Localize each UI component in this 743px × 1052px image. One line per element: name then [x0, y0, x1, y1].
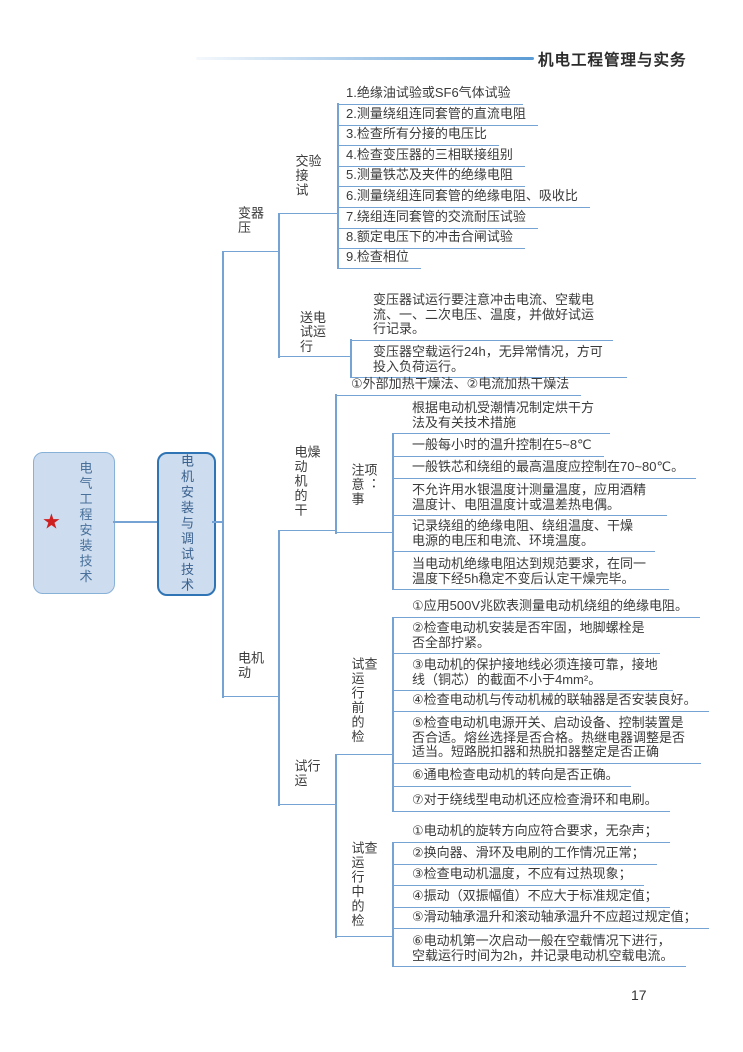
header-rule — [196, 57, 534, 60]
list-item: 9.检查相位 — [337, 249, 421, 269]
branch-motor-drying-label: 电动机的干燥 — [292, 445, 321, 518]
list-item: ①电动机的旋转方向应符合要求，无杂声； — [392, 823, 670, 843]
list-item: ⑥电动机第一次启动一般在空载情况下进行，空载运行时间为2h，并记录电动机空载电流… — [392, 933, 686, 967]
branch-transformer-label: 变压器 — [236, 206, 264, 235]
connector-line — [222, 252, 224, 698]
list-item: ③电动机的保护接地线必须连接可靠，接地线（铜芯）的截面不小于4mm²。 — [392, 657, 673, 691]
list-item: 5.测量铁芯及夹件的绝缘电阻 — [337, 167, 525, 187]
connector-line — [350, 339, 352, 378]
list-item: ②检查电动机安装是否牢固，地脚螺栓是否全部拧紧。 — [392, 620, 660, 654]
list-item: 3.检查所有分接的电压比 — [337, 126, 499, 146]
branch-pre-check: 试运行前的检查 — [335, 657, 392, 755]
branch-transformer: 变压器 — [222, 206, 278, 252]
main-topic-box: 电机安装与调试技术 — [157, 452, 216, 596]
branch-energize-trial: 送电试运行 — [278, 309, 350, 357]
branch-motor-label: 电动机 — [236, 651, 264, 680]
root-topic-label: 电气工程安装技术 — [77, 461, 93, 585]
connector-line — [113, 521, 157, 523]
star-icon: ★ — [42, 510, 61, 534]
connector-line — [212, 521, 222, 523]
branch-during-check: 试运行中的检查 — [335, 841, 392, 937]
list-item: 6.测量绕组连同套管的绝缘电阻、吸收比 — [337, 188, 590, 208]
list-item: ④检查电动机与传动机械的联轴器是否安装良好。 — [392, 692, 709, 712]
list-item: ④振动（双振幅值）不应大于标准规定值； — [392, 888, 670, 908]
branch-motor: 电动机 — [222, 651, 278, 697]
connector-line — [278, 214, 280, 358]
connector-line — [392, 842, 394, 967]
connector-line — [392, 433, 394, 590]
branch-trial-run-label: 试运行 — [292, 759, 321, 788]
list-item: ⑦对于绕线型电动机还应检查滑环和电刷。 — [392, 792, 670, 812]
list-item: 8.额定电压下的冲击合闸试验 — [337, 229, 525, 249]
list-item: 一般每小时的温升控制在5~8℃ — [392, 437, 604, 457]
list-item: ⑥通电检查电动机的转向是否正确。 — [392, 767, 631, 787]
connector-line — [278, 531, 280, 806]
main-topic-label: 电机安装与调试技术 — [179, 454, 194, 594]
list-item: 7.绕组连同套管的交流耐压试验 — [337, 209, 538, 229]
page-title: 机电工程管理与实务 — [538, 52, 687, 69]
list-item: 根据电动机受潮情况制定烘干方法及有关技术措施 — [392, 400, 610, 434]
branch-handover-test-label: 交接试验 — [293, 154, 322, 198]
list-item: 记录绕组的绝缘电阻、绕组温度、干燥电源的电压和电流、环境温度。 — [392, 518, 655, 552]
connector-line — [335, 755, 337, 938]
list-item: ⑤检查电动机电源开关、启动设备、控制装置是否合适。熔丝选择是否合格。热继电器调整… — [392, 715, 701, 764]
branch-drying-notes: 注意事项： — [335, 463, 392, 533]
root-topic-box: ★ 电气工程安装技术 — [33, 452, 115, 594]
list-item: ②换向器、滑环及电刷的工作情况正常； — [392, 845, 657, 865]
list-item: ①外部加热干燥法、②电流加热干燥法 — [335, 376, 582, 396]
list-item: 变压器试运行要注意冲击电流、空载电流、一、二次电压、温度，并做好试运行记录。 — [350, 292, 613, 341]
branch-drying-notes-label: 注意事项： — [349, 463, 378, 507]
list-item: 一般铁芯和绕组的最高温度应控制在70~80℃。 — [392, 459, 697, 479]
branch-energize-trial-label: 送电试运行 — [300, 309, 327, 354]
connector-line — [392, 617, 394, 812]
list-item: ①应用500V兆欧表测量电动机绕组的绝缘电阻。 — [392, 598, 701, 618]
list-item: 1.绝缘油试验或SF6气体试验 — [337, 85, 523, 105]
branch-pre-check-label: 试运行前的检查 — [349, 657, 378, 744]
branch-motor-drying: 电动机的干燥 — [278, 445, 335, 531]
list-item: 不允许用水银温度计测量温度，应用酒精温度计、电阻温度计或温差热电偶。 — [392, 482, 667, 516]
list-item: 2.测量绕组连同套管的直流电阻 — [337, 106, 538, 126]
list-item: ③检查电动机温度，不应有过热现象； — [392, 866, 644, 886]
list-item: 4.检查变压器的三相联接组别 — [337, 147, 525, 167]
branch-handover-test: 交接试验 — [278, 154, 337, 214]
branch-during-check-label: 试运行中的检查 — [349, 841, 378, 928]
page-number: 17 — [631, 987, 647, 1003]
list-item: 当电动机绝缘电阻达到规范要求，在同一温度下经5h稳定不变后认定干燥完毕。 — [392, 556, 669, 590]
connector-line — [335, 394, 337, 534]
list-item: 变压器空载运行24h，无异常情况，方可投入负荷运行。 — [350, 344, 627, 378]
list-item: ⑤滑动轴承温升和滚动轴承温升不应超过规定值； — [392, 909, 709, 929]
branch-trial-run: 试运行 — [278, 759, 335, 805]
